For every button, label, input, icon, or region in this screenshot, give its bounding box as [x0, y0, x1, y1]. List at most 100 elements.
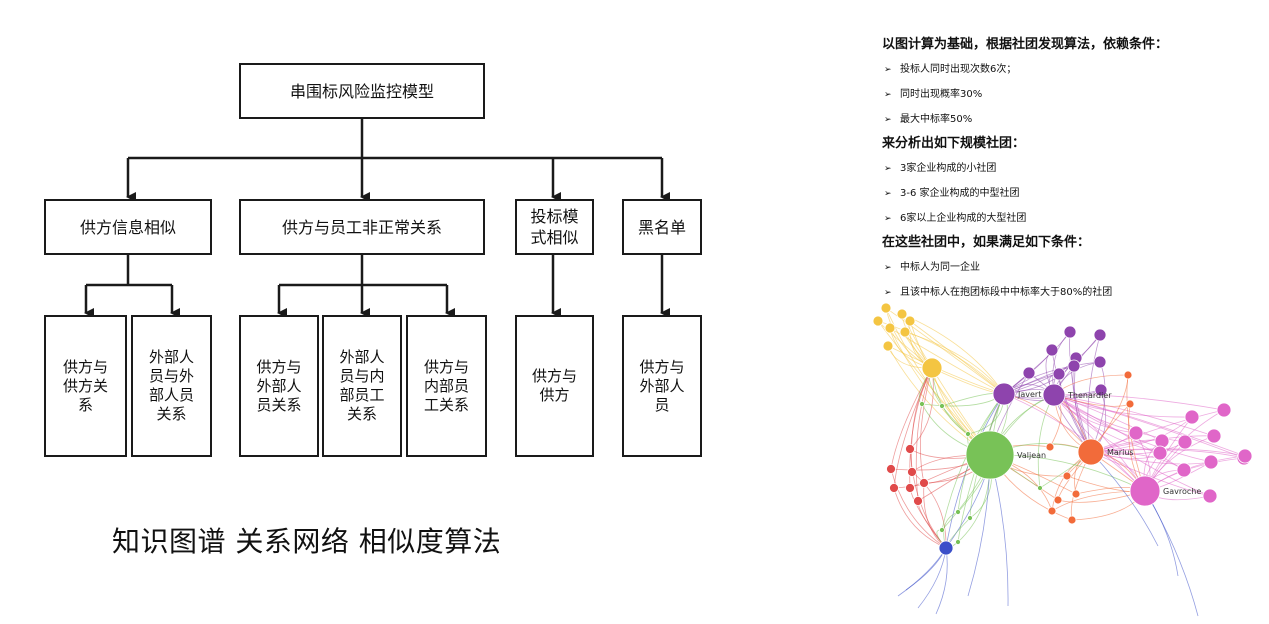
connector-lines — [84, 119, 670, 318]
leaf-node: 供方与 内部员 工关系 — [406, 315, 487, 457]
graph-node — [1047, 506, 1057, 516]
arrow-bullet-icon: ➢ — [884, 90, 892, 100]
graph-node — [1094, 383, 1108, 397]
graph-edge — [877, 320, 1005, 395]
graph-node — [884, 322, 896, 334]
notes-bullet-text: 3-6 家企业构成的中型社团 — [900, 188, 1020, 199]
graph-node — [1125, 399, 1135, 409]
notes-bullet-text: 且该中标人在抱团标段中中标率大于80%的社团 — [900, 287, 1113, 298]
graph-edge — [911, 471, 947, 549]
graph-edge — [921, 393, 1005, 407]
graph-node — [1152, 445, 1168, 461]
notes-bullet-text: 中标人为同一企业 — [900, 262, 980, 273]
graph-edge — [893, 487, 947, 549]
graph-edge — [1144, 490, 1199, 617]
graph-node — [1128, 425, 1144, 441]
category-node-bid-pattern: 投标模 式相似 — [515, 199, 594, 255]
graph-node-label: Valjean — [1017, 451, 1046, 460]
graph-node-label: Marius — [1107, 448, 1134, 457]
graph-node — [1206, 428, 1222, 444]
graph-node — [919, 401, 925, 407]
graph-node-label: Javert — [1017, 390, 1041, 399]
graph-edge — [920, 367, 933, 484]
graph-node — [939, 527, 945, 533]
graph-edges — [877, 307, 1246, 617]
graph-node — [907, 467, 917, 477]
graph-node — [896, 308, 908, 320]
graph-node — [965, 430, 1015, 480]
graph-node-label: Thenardier — [1067, 391, 1112, 400]
notes-bullet: ➢ 投标人同时出现次数6次； — [882, 57, 1262, 82]
category-node-blacklist: 黑名单 — [622, 199, 702, 255]
leaf-node: 供方与 供方关 系 — [44, 315, 127, 457]
graph-edge — [1090, 451, 1211, 497]
arrow-bullet-icon: ➢ — [884, 214, 892, 224]
arrow-bullet-icon: ➢ — [884, 65, 892, 75]
graph-node — [955, 539, 961, 545]
category-node-abnormal-relation: 供方与员工非正常关系 — [239, 199, 485, 255]
arrow-bullet-icon: ➢ — [884, 189, 892, 199]
leaf-node: 供方与 供方 — [515, 315, 594, 457]
graph-node — [1216, 402, 1232, 418]
graph-node — [905, 444, 915, 454]
graph-node — [992, 382, 1016, 406]
root-node: 串围标风险监控模型 — [239, 63, 485, 119]
graph-node — [1062, 471, 1072, 481]
graph-edge — [897, 547, 947, 597]
graph-node — [1022, 366, 1036, 380]
notes-bullet-text: 投标人同时出现次数6次； — [900, 64, 1017, 75]
graph-edge — [923, 482, 947, 549]
graph-edge — [1053, 394, 1215, 437]
notes-bullet: ➢ 3-6 家企业构成的中型社团 — [882, 181, 1262, 206]
graph-node — [1177, 434, 1193, 450]
graph-edge — [1003, 393, 1146, 492]
graph-node — [1093, 355, 1107, 369]
graph-edge — [904, 331, 1005, 395]
graph-edge — [1053, 394, 1185, 471]
graph-node — [919, 478, 929, 488]
graph-node — [1202, 488, 1218, 504]
graph-edge — [905, 547, 947, 591]
graph-node-label: Gavroche — [1163, 487, 1201, 496]
graph-node — [965, 431, 971, 437]
notes-heading: 在这些社团中，如果满足如下条件： — [882, 235, 1091, 250]
graph-node — [1037, 485, 1043, 491]
graph-node — [1052, 367, 1066, 381]
graph-edge — [935, 547, 948, 615]
graph-edge — [1090, 409, 1225, 453]
graph-node — [913, 496, 923, 506]
graph-edge — [887, 345, 1005, 395]
graph-node — [939, 403, 945, 409]
graph-node — [1067, 515, 1077, 525]
category-node-supplier-info: 供方信息相似 — [44, 199, 212, 255]
graph-node — [1203, 454, 1219, 470]
notes-bullet-text: 最大中标率50% — [900, 114, 973, 125]
graph-edge — [1090, 451, 1159, 547]
arrow-bullet-icon: ➢ — [884, 115, 892, 125]
graph-edge — [915, 367, 933, 502]
graph-node — [1071, 489, 1081, 499]
arrow-bullet-icon: ➢ — [884, 288, 892, 298]
risk-model-diagram: 串围标风险监控模型 供方信息相似 供方与员工非正常关系 投标模 式相似 黑名单 … — [44, 63, 702, 457]
graph-node — [955, 509, 961, 515]
graph-node — [967, 515, 973, 521]
notes-bullet: ➢ 且该中标人在抱团标段中中标率大于80%的社团 — [882, 280, 1262, 305]
notes-bullet: ➢中标人为同一企业 — [882, 255, 1262, 280]
graph-edge — [1090, 448, 1246, 457]
graph-node — [905, 483, 915, 493]
graph-edge — [890, 468, 947, 549]
graph-node — [1045, 343, 1059, 357]
graph-node — [886, 464, 896, 474]
notes-bullet: ➢3家企业构成的小社团 — [882, 156, 1262, 181]
notes-bullet: ➢ 最大中标率50% — [882, 107, 1262, 132]
graph-node — [1176, 462, 1192, 478]
graph-node — [1063, 325, 1077, 339]
caption-text: 知识图谱 关系网络 相似度算法 — [112, 525, 502, 558]
conditions-notes: 以图计算为基础，根据社团发现算法，依赖条件： ➢投标人同时出现次数6次； ➢同时… — [882, 33, 1262, 305]
notes-heading: 来分析出如下规模社团： — [882, 136, 1026, 151]
leaf-node: 供方与 外部人 员关系 — [239, 315, 319, 457]
graph-node — [1237, 448, 1253, 464]
notes-bullet-text: 6家以上企业构成的大型社团 — [900, 213, 1027, 224]
notes-bullet: ➢ 6家以上企业构成的大型社团 — [882, 206, 1262, 231]
